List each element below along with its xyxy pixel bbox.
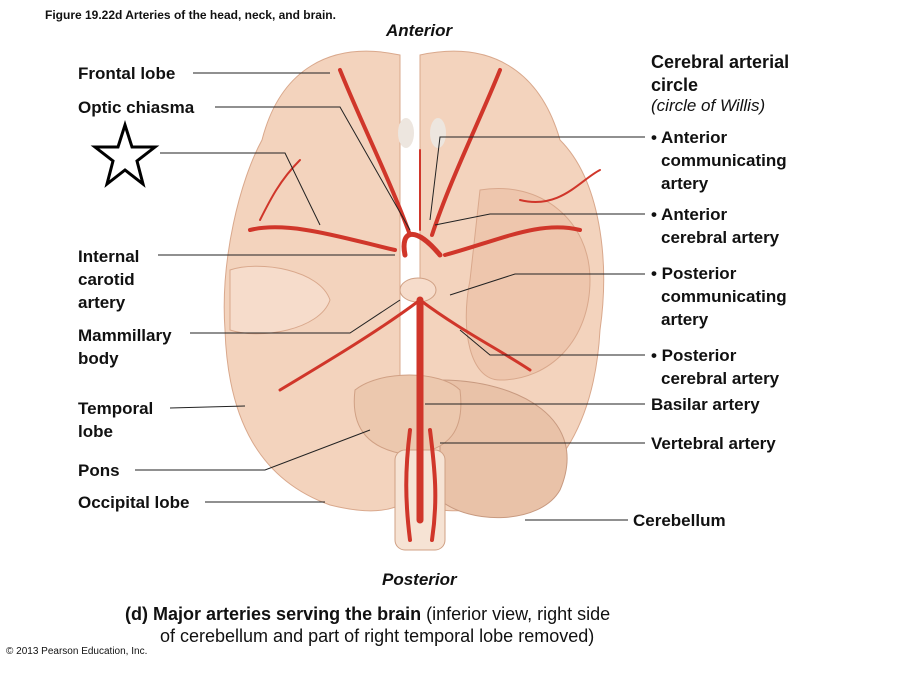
label-line: • Posterior	[651, 346, 737, 365]
label-line: artery	[78, 293, 126, 312]
label-line: Mammillary	[78, 326, 172, 345]
label-occipital-lobe: Occipital lobe	[78, 493, 190, 512]
caption-bold: Major arteries serving the brain	[153, 604, 422, 624]
label-line: communicating	[661, 151, 787, 170]
label-line: • Posterior	[651, 264, 737, 283]
label-anterior-cerebral: • Anterior cerebral artery	[651, 203, 779, 249]
caption-line2: of cerebellum and part of right temporal…	[160, 626, 595, 646]
label-line: artery	[661, 310, 709, 329]
label-vertebral-artery: Vertebral artery	[651, 434, 776, 453]
label-line: • Anterior	[651, 205, 728, 224]
label-posterior-cerebral: • Posterior cerebral artery	[651, 344, 779, 390]
figure-title: Figure 19.22d Arteries of the head, neck…	[45, 8, 336, 22]
copyright: © 2013 Pearson Education, Inc.	[6, 646, 148, 657]
label-line: Cerebral arterial	[651, 52, 790, 72]
label-line: Temporal	[78, 399, 154, 418]
leader-lines	[135, 72, 645, 521]
label-line: cerebral artery	[661, 369, 780, 388]
label-temporal-lobe: Temporal lobe	[78, 397, 153, 443]
label-pons: Pons	[78, 461, 120, 480]
anterior-label: Anterior	[386, 21, 453, 40]
label-line: carotid	[78, 270, 135, 289]
posterior-label: Posterior	[382, 570, 457, 589]
brain	[223, 50, 605, 551]
label-line: communicating	[661, 287, 787, 306]
label-frontal-lobe: Frontal lobe	[78, 64, 176, 83]
label-line: body	[78, 349, 119, 368]
label-line: circle	[651, 75, 699, 95]
label-line: lobe	[78, 422, 113, 441]
label-cerebellum: Cerebellum	[633, 511, 726, 530]
caption-letter: (d)	[125, 604, 148, 624]
label-line: Internal	[78, 247, 140, 266]
arteries	[248, 68, 601, 542]
caption-rest: (inferior view, right side	[421, 604, 611, 624]
label-anterior-communicating: • Anterior communicating artery	[651, 126, 787, 195]
label-internal-carotid: Internal carotid artery	[78, 245, 139, 314]
label-line: cerebral artery	[661, 228, 780, 247]
label-posterior-communicating: • Posterior communicating artery	[651, 262, 787, 331]
label-line: • Anterior	[651, 128, 728, 147]
figure-caption: (d) Major arteries serving the brain (in…	[125, 603, 610, 647]
star-icon	[90, 120, 160, 188]
label-mammillary-body: Mammillary body	[78, 324, 172, 370]
circle-of-willis-subtitle: (circle of Willis)	[651, 96, 766, 115]
label-basilar-artery: Basilar artery	[651, 395, 760, 414]
circle-of-willis-title: Cerebral arterial circle	[651, 51, 789, 97]
label-line: artery	[661, 174, 709, 193]
label-optic-chiasma: Optic chiasma	[78, 98, 195, 117]
